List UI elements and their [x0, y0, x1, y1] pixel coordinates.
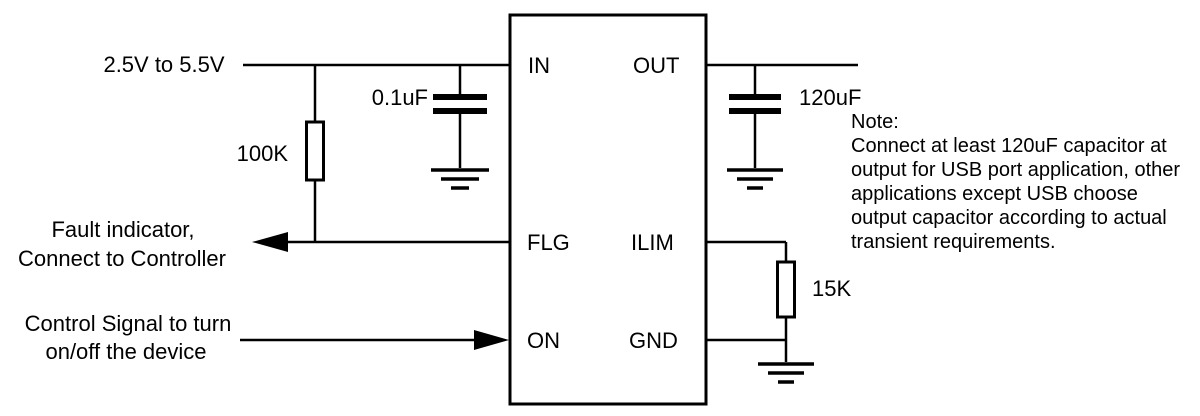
input-cap-label: 0.1uF [372, 85, 428, 110]
pin-label-flg: FLG [527, 230, 570, 255]
ilim-net: 15K [706, 240, 851, 340]
supply-voltage-label: 2.5V to 5.5V [103, 52, 224, 77]
flg-arrowhead-icon [252, 232, 288, 252]
fault-indicator-label-line1: Fault indicator, [51, 217, 194, 242]
ic-body: IN OUT FLG ILIM ON GND [508, 13, 708, 406]
flg-net: Fault indicator, Connect to Controller [18, 217, 510, 271]
pullup-resistor-branch: 100K [237, 65, 325, 242]
pin-label-gnd: GND [629, 328, 678, 353]
resistor-100k-symbol [305, 120, 325, 182]
control-signal-label-line2: on/off the device [45, 339, 206, 364]
on-net: Control Signal to turn on/off the device [25, 311, 509, 364]
note-line-4: output capacitor according to actual [851, 207, 1167, 229]
resistor-15k-label: 15K [812, 276, 851, 301]
ic-outline [508, 13, 708, 406]
control-signal-label-line1: Control Signal to turn [25, 311, 232, 336]
pin-label-in: IN [528, 53, 550, 78]
resistor-15k-symbol [776, 260, 796, 319]
resistor-100k-label: 100K [237, 141, 289, 166]
note-title: Note: [851, 111, 899, 133]
pin-label-ilim: ILIM [631, 230, 674, 255]
input-cap-branch: 0.1uF [372, 65, 489, 190]
fault-indicator-label-line2: Connect to Controller [18, 246, 226, 271]
on-arrowhead-icon [474, 330, 509, 350]
note-block: Note: Connect at least 120uF capacitor a… [851, 111, 1180, 253]
note-line-3: applications except USB choose [851, 183, 1138, 205]
note-line-1: Connect at least 120uF capacitor at [851, 135, 1167, 157]
output-cap-label: 120uF [799, 85, 861, 110]
note-line-5: transient requirements. [851, 231, 1056, 253]
pin-label-on: ON [527, 328, 560, 353]
pin-label-out: OUT [633, 53, 679, 78]
output-net: 120uF [706, 63, 861, 190]
note-line-2: output for USB port application, other [851, 159, 1180, 181]
gnd-net [706, 338, 814, 384]
input-supply-net: 2.5V to 5.5V [103, 52, 510, 77]
